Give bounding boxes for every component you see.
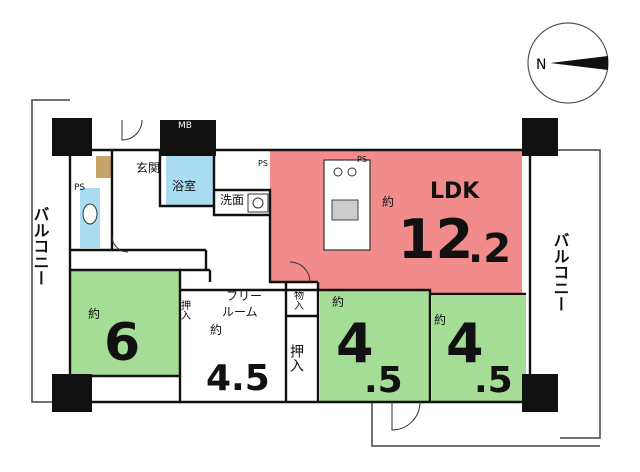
tatami-c-size-int: 4 <box>446 312 484 375</box>
label-washroom: 洗面 <box>220 193 244 207</box>
tatami-c-size-dec: .5 <box>474 360 513 401</box>
tatami-b-size-dec: .5 <box>364 360 403 401</box>
tatami-b-size-int: 4 <box>336 312 374 375</box>
north-arrow-icon <box>550 56 608 70</box>
label-ps-kitchen: PS <box>357 155 367 164</box>
washbasin-icon <box>247 193 269 213</box>
free-room-line2: ルーム <box>222 305 258 319</box>
tatami-b <box>320 290 430 402</box>
free-room-line1: フリー <box>226 289 262 303</box>
label-entrance: 玄関 <box>136 160 160 175</box>
sink-icon <box>331 199 359 221</box>
door-arc-icon <box>391 401 421 431</box>
label-mb: MB <box>178 121 192 131</box>
door-arc-icon <box>289 261 311 283</box>
compass: N <box>527 22 609 104</box>
north-letter: N <box>536 57 546 73</box>
stove-icon <box>333 167 343 177</box>
label-ps-west: PS <box>74 183 85 193</box>
walls <box>68 140 532 404</box>
doors <box>111 119 421 431</box>
tatami-c-approx: 約 <box>434 312 446 327</box>
kitchen-counter <box>323 159 371 251</box>
balcony-east-outline <box>530 149 601 439</box>
label-ps-hall: PS <box>258 159 268 168</box>
balcony-south-outline <box>371 400 600 447</box>
columns <box>52 118 558 412</box>
toilet-icon <box>82 203 98 225</box>
west-size: 6 <box>104 313 140 373</box>
ldk-name: LDK <box>430 179 480 204</box>
door-arc-icon <box>111 235 129 253</box>
label-closet: 押入 <box>288 344 304 372</box>
label-closet-small: 押入 <box>179 299 191 320</box>
label-balcony-east: バルコニー <box>551 232 570 312</box>
free-room-approx: 約 <box>210 322 222 337</box>
tatami-west <box>70 270 180 376</box>
bath-area <box>166 156 214 206</box>
label-balcony-west: バルコニー <box>31 206 50 286</box>
tatami-c <box>432 296 526 402</box>
balcony-west-outline <box>31 99 70 403</box>
ldk-size-int: 12 <box>398 208 473 271</box>
front-door-icon <box>121 119 143 141</box>
west-approx: 約 <box>88 306 100 321</box>
label-storage: 物入 <box>292 289 304 310</box>
free-room-size: 4.5 <box>206 358 270 399</box>
tatami-b-approx: 約 <box>332 294 344 309</box>
label-bath: 浴室 <box>172 178 196 193</box>
ldk-approx: 約 <box>382 194 394 209</box>
entrance-floor <box>96 156 112 178</box>
ldk-size-dec: .2 <box>468 226 511 272</box>
